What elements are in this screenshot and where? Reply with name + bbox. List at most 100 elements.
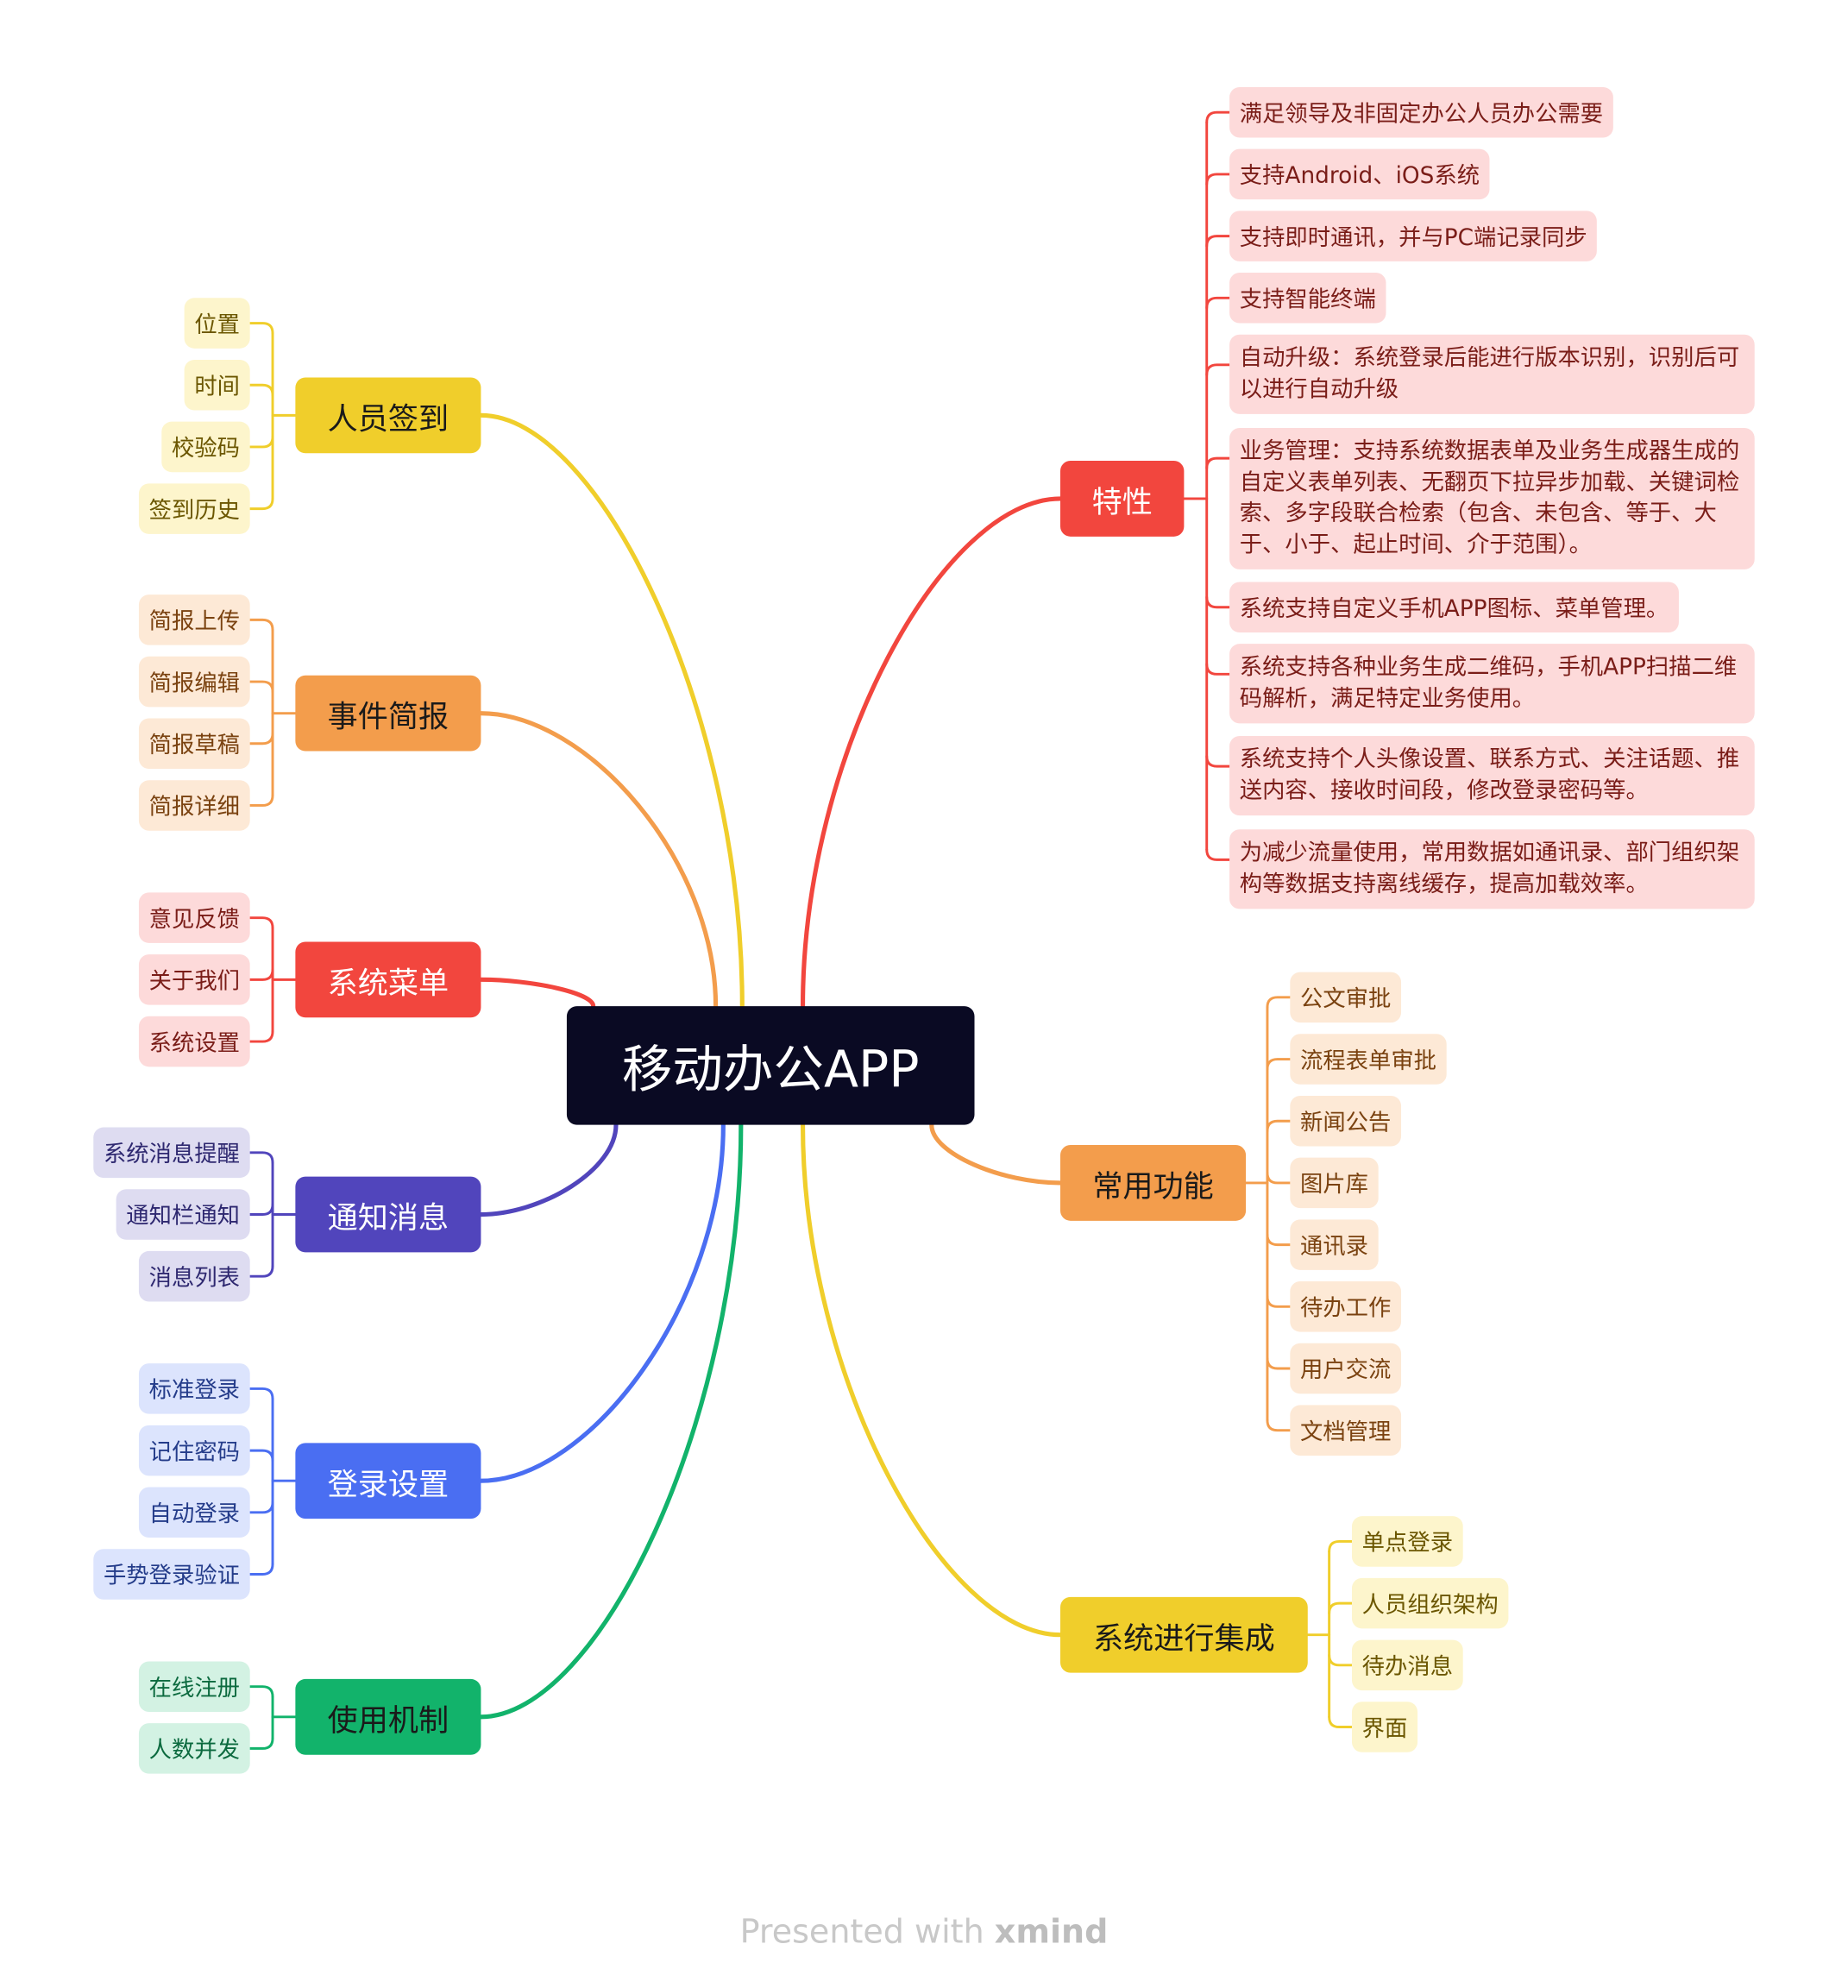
root-connector-4 [478, 1123, 726, 1483]
leaf-image-library[interactable]: 图片库 [1290, 1157, 1379, 1209]
root-connector-3 [478, 1123, 619, 1217]
root-connector-r2 [800, 1123, 1063, 1638]
leaf-feature-profile-settings[interactable]: 系统支持个人头像设置、联系方式、关注话题、推送内容、接收时间段，修改登录密码等。 [1229, 735, 1755, 816]
leaf-connector [1205, 110, 1231, 124]
branch-login-settings[interactable]: 登录设置 [295, 1443, 481, 1519]
leaf-connector [1205, 173, 1231, 186]
footer-prefix: Presented with [739, 1914, 995, 1952]
leaf-interface[interactable]: 界面 [1351, 1702, 1418, 1752]
branch-features[interactable]: 特性 [1060, 461, 1185, 537]
leaf-connector [1205, 848, 1231, 861]
root-connector-0 [478, 412, 745, 1009]
branch-common-functions[interactable]: 常用功能 [1060, 1145, 1247, 1221]
leaf-connector [1205, 663, 1231, 676]
leaf-connector [248, 383, 274, 397]
leaf-connector [1266, 1356, 1292, 1370]
branch-notifications[interactable]: 通知消息 [295, 1176, 481, 1253]
leaf-connector [248, 497, 274, 511]
leaf-connector [248, 1563, 274, 1576]
branch-check-in[interactable]: 人员签到 [295, 377, 481, 454]
leaf-connector [1328, 1601, 1354, 1615]
leaf-online-registration[interactable]: 在线注册 [138, 1661, 250, 1712]
leaf-connector [1266, 996, 1292, 1010]
leaf-connector [248, 435, 274, 449]
branch-event-report[interactable]: 事件简报 [295, 675, 481, 752]
leaf-gesture-login[interactable]: 手势登录验证 [93, 1549, 250, 1600]
root-topic[interactable]: 移动办公APP [566, 1006, 975, 1125]
leaf-auto-login[interactable]: 自动登录 [138, 1487, 250, 1538]
leaf-feature-offline-cache[interactable]: 为减少流量使用，常用数据如通讯录、部门组织架构等数据支持离线缓存，提高加载效率。 [1229, 829, 1755, 909]
leaf-report-upload[interactable]: 简报上传 [138, 595, 250, 645]
leaf-document-approval[interactable]: 公文审批 [1290, 972, 1402, 1023]
root-connector-r1 [929, 1123, 1063, 1186]
leaf-time[interactable]: 时间 [184, 359, 250, 411]
leaf-connector [248, 1737, 274, 1750]
leaf-connector [248, 1387, 274, 1400]
xmind-logo: xmind [994, 1914, 1109, 1952]
leaf-check-in-history[interactable]: 签到历史 [138, 483, 250, 534]
leaf-workflow-form-approval[interactable]: 流程表单审批 [1290, 1034, 1447, 1085]
leaf-connector [1266, 1419, 1292, 1432]
presented-with-footer: Presented with xmind [0, 1914, 1848, 1952]
leaf-standard-login[interactable]: 标准登录 [138, 1363, 250, 1414]
leaf-feedback[interactable]: 意见反馈 [138, 892, 250, 943]
leaf-connector [1266, 1171, 1292, 1185]
leaf-org-structure[interactable]: 人员组织架构 [1351, 1577, 1509, 1629]
leaf-connector [248, 1151, 274, 1164]
leaf-feature-instant-messaging[interactable]: 支持即时通讯，并与PC端记录同步 [1229, 211, 1598, 261]
leaf-notification-bar[interactable]: 通知栏通知 [116, 1189, 250, 1240]
leaf-message-list[interactable]: 消息列表 [138, 1250, 250, 1302]
leaf-concurrent-users[interactable]: 人数并发 [138, 1723, 250, 1774]
leaf-system-settings[interactable]: 系统设置 [138, 1016, 250, 1067]
leaf-address-book[interactable]: 通讯录 [1290, 1219, 1379, 1270]
leaf-report-draft[interactable]: 简报草稿 [138, 718, 250, 770]
root-connector-5 [478, 1123, 744, 1720]
root-connector-2 [478, 977, 596, 1009]
leaf-feature-office-needs[interactable]: 满足领导及非固定办公人员办公需要 [1229, 86, 1613, 138]
leaf-connector [248, 1029, 274, 1043]
leaf-connector [1328, 1539, 1354, 1553]
leaf-report-edit[interactable]: 简报编辑 [138, 656, 250, 708]
leaf-connector [248, 1685, 274, 1698]
leaf-connector [1266, 1119, 1292, 1133]
leaf-connector [1205, 296, 1231, 310]
leaf-connector [248, 968, 274, 981]
leaf-feature-auto-upgrade[interactable]: 自动升级：系统登录后能进行版本识别，识别后可以进行自动升级 [1229, 334, 1755, 414]
leaf-about-us[interactable]: 关于我们 [138, 954, 250, 1005]
leaf-connector [248, 322, 274, 335]
leaf-verification-code[interactable]: 校验码 [161, 421, 250, 473]
leaf-location[interactable]: 位置 [184, 298, 250, 349]
leaf-single-sign-on[interactable]: 单点登录 [1351, 1516, 1463, 1567]
branch-usage-mechanism[interactable]: 使用机制 [295, 1678, 481, 1755]
leaf-connector [248, 680, 274, 694]
leaf-remember-password[interactable]: 记住密码 [138, 1425, 250, 1476]
leaf-news-announcement[interactable]: 新闻公告 [1290, 1095, 1402, 1147]
leaf-connector [1266, 1058, 1292, 1071]
leaf-connector [248, 732, 274, 746]
leaf-connector [1205, 235, 1231, 248]
leaf-connector [248, 916, 274, 929]
leaf-connector [1205, 754, 1231, 768]
leaf-todo-work[interactable]: 待办工作 [1290, 1281, 1402, 1332]
leaf-feature-qr-code[interactable]: 系统支持各种业务生成二维码，手机APP扫描二维码解析，满足特定业务使用。 [1229, 644, 1755, 724]
leaf-connector [1205, 456, 1231, 470]
leaf-connector [1205, 595, 1231, 609]
leaf-connector [248, 618, 274, 632]
leaf-system-message-alert[interactable]: 系统消息提醒 [93, 1127, 250, 1179]
leaf-user-communication[interactable]: 用户交流 [1290, 1343, 1402, 1394]
leaf-feature-os-support[interactable]: 支持Android、iOS系统 [1229, 148, 1490, 200]
root-connector-r0 [800, 496, 1063, 1009]
leaf-connector [1266, 1295, 1292, 1308]
leaf-connector [248, 1203, 274, 1216]
branch-system-integration[interactable]: 系统进行集成 [1060, 1596, 1308, 1673]
leaf-connector [248, 1449, 274, 1463]
leaf-pending-messages[interactable]: 待办消息 [1351, 1639, 1463, 1691]
root-connector-1 [478, 711, 719, 1009]
leaf-connector [248, 794, 274, 807]
leaf-document-management[interactable]: 文档管理 [1290, 1405, 1402, 1456]
leaf-feature-business-management[interactable]: 业务管理：支持系统数据表单及业务生成器生成的自定义表单列表、无翻页下拉异步加载、… [1229, 427, 1755, 569]
branch-system-menu[interactable]: 系统菜单 [295, 941, 481, 1018]
leaf-feature-custom-icon[interactable]: 系统支持自定义手机APP图标、菜单管理。 [1229, 582, 1679, 633]
leaf-report-detail[interactable]: 简报详细 [138, 780, 250, 831]
leaf-feature-smart-terminal[interactable]: 支持智能终端 [1229, 273, 1386, 324]
